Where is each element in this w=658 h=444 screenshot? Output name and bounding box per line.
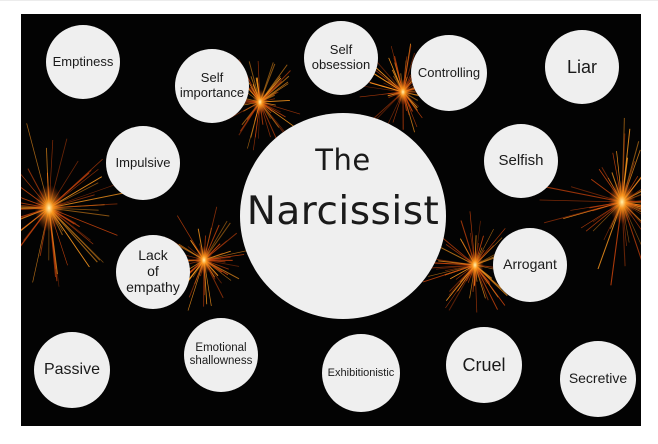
trait-label: Self importance bbox=[179, 70, 245, 100]
trait-bubble-self-importance: Self importance bbox=[175, 49, 249, 123]
center-bubble-the-narcissist: The Narcissist bbox=[240, 113, 446, 319]
trait-bubble-exhibitionistic: Exhibitionistic bbox=[322, 334, 400, 412]
trait-label: Exhibitionistic bbox=[327, 366, 395, 379]
trait-bubble-secretive: Secretive bbox=[560, 341, 636, 417]
trait-bubble-emotional-shallowness: Emotional shallowness bbox=[184, 318, 258, 392]
center-title-line1: The bbox=[315, 143, 371, 177]
trait-label: Emotional shallowness bbox=[189, 342, 253, 367]
trait-label: Secretive bbox=[568, 370, 628, 387]
trait-label: Impulsive bbox=[115, 154, 171, 170]
trait-label: Arrogant bbox=[503, 256, 557, 273]
trait-label: Cruel bbox=[462, 354, 506, 375]
trait-bubble-passive: Passive bbox=[34, 332, 110, 408]
trait-label: Passive bbox=[43, 361, 101, 379]
trait-label: Liar bbox=[566, 56, 597, 77]
trait-label: Self obsession bbox=[311, 42, 371, 72]
trait-bubble-cruel: Cruel bbox=[446, 327, 522, 403]
top-border-line bbox=[0, 0, 658, 1]
center-title-line2: Narcissist bbox=[246, 189, 440, 235]
trait-bubble-lack-of-empathy: Lack of empathy bbox=[116, 235, 190, 309]
trait-label: Controlling bbox=[417, 64, 481, 80]
trait-bubble-emptiness: Emptiness bbox=[46, 25, 120, 99]
trait-bubble-liar: Liar bbox=[545, 30, 619, 104]
trait-bubble-impulsive: Impulsive bbox=[106, 126, 180, 200]
trait-bubble-self-obsession: Self obsession bbox=[304, 21, 378, 95]
trait-label: Selfish bbox=[498, 151, 544, 169]
trait-label: Lack of empathy bbox=[126, 247, 180, 295]
trait-label: Emptiness bbox=[52, 53, 114, 69]
trait-bubble-controlling: Controlling bbox=[411, 35, 487, 111]
trait-bubble-selfish: Selfish bbox=[484, 124, 558, 198]
trait-bubble-arrogant: Arrogant bbox=[493, 228, 567, 302]
